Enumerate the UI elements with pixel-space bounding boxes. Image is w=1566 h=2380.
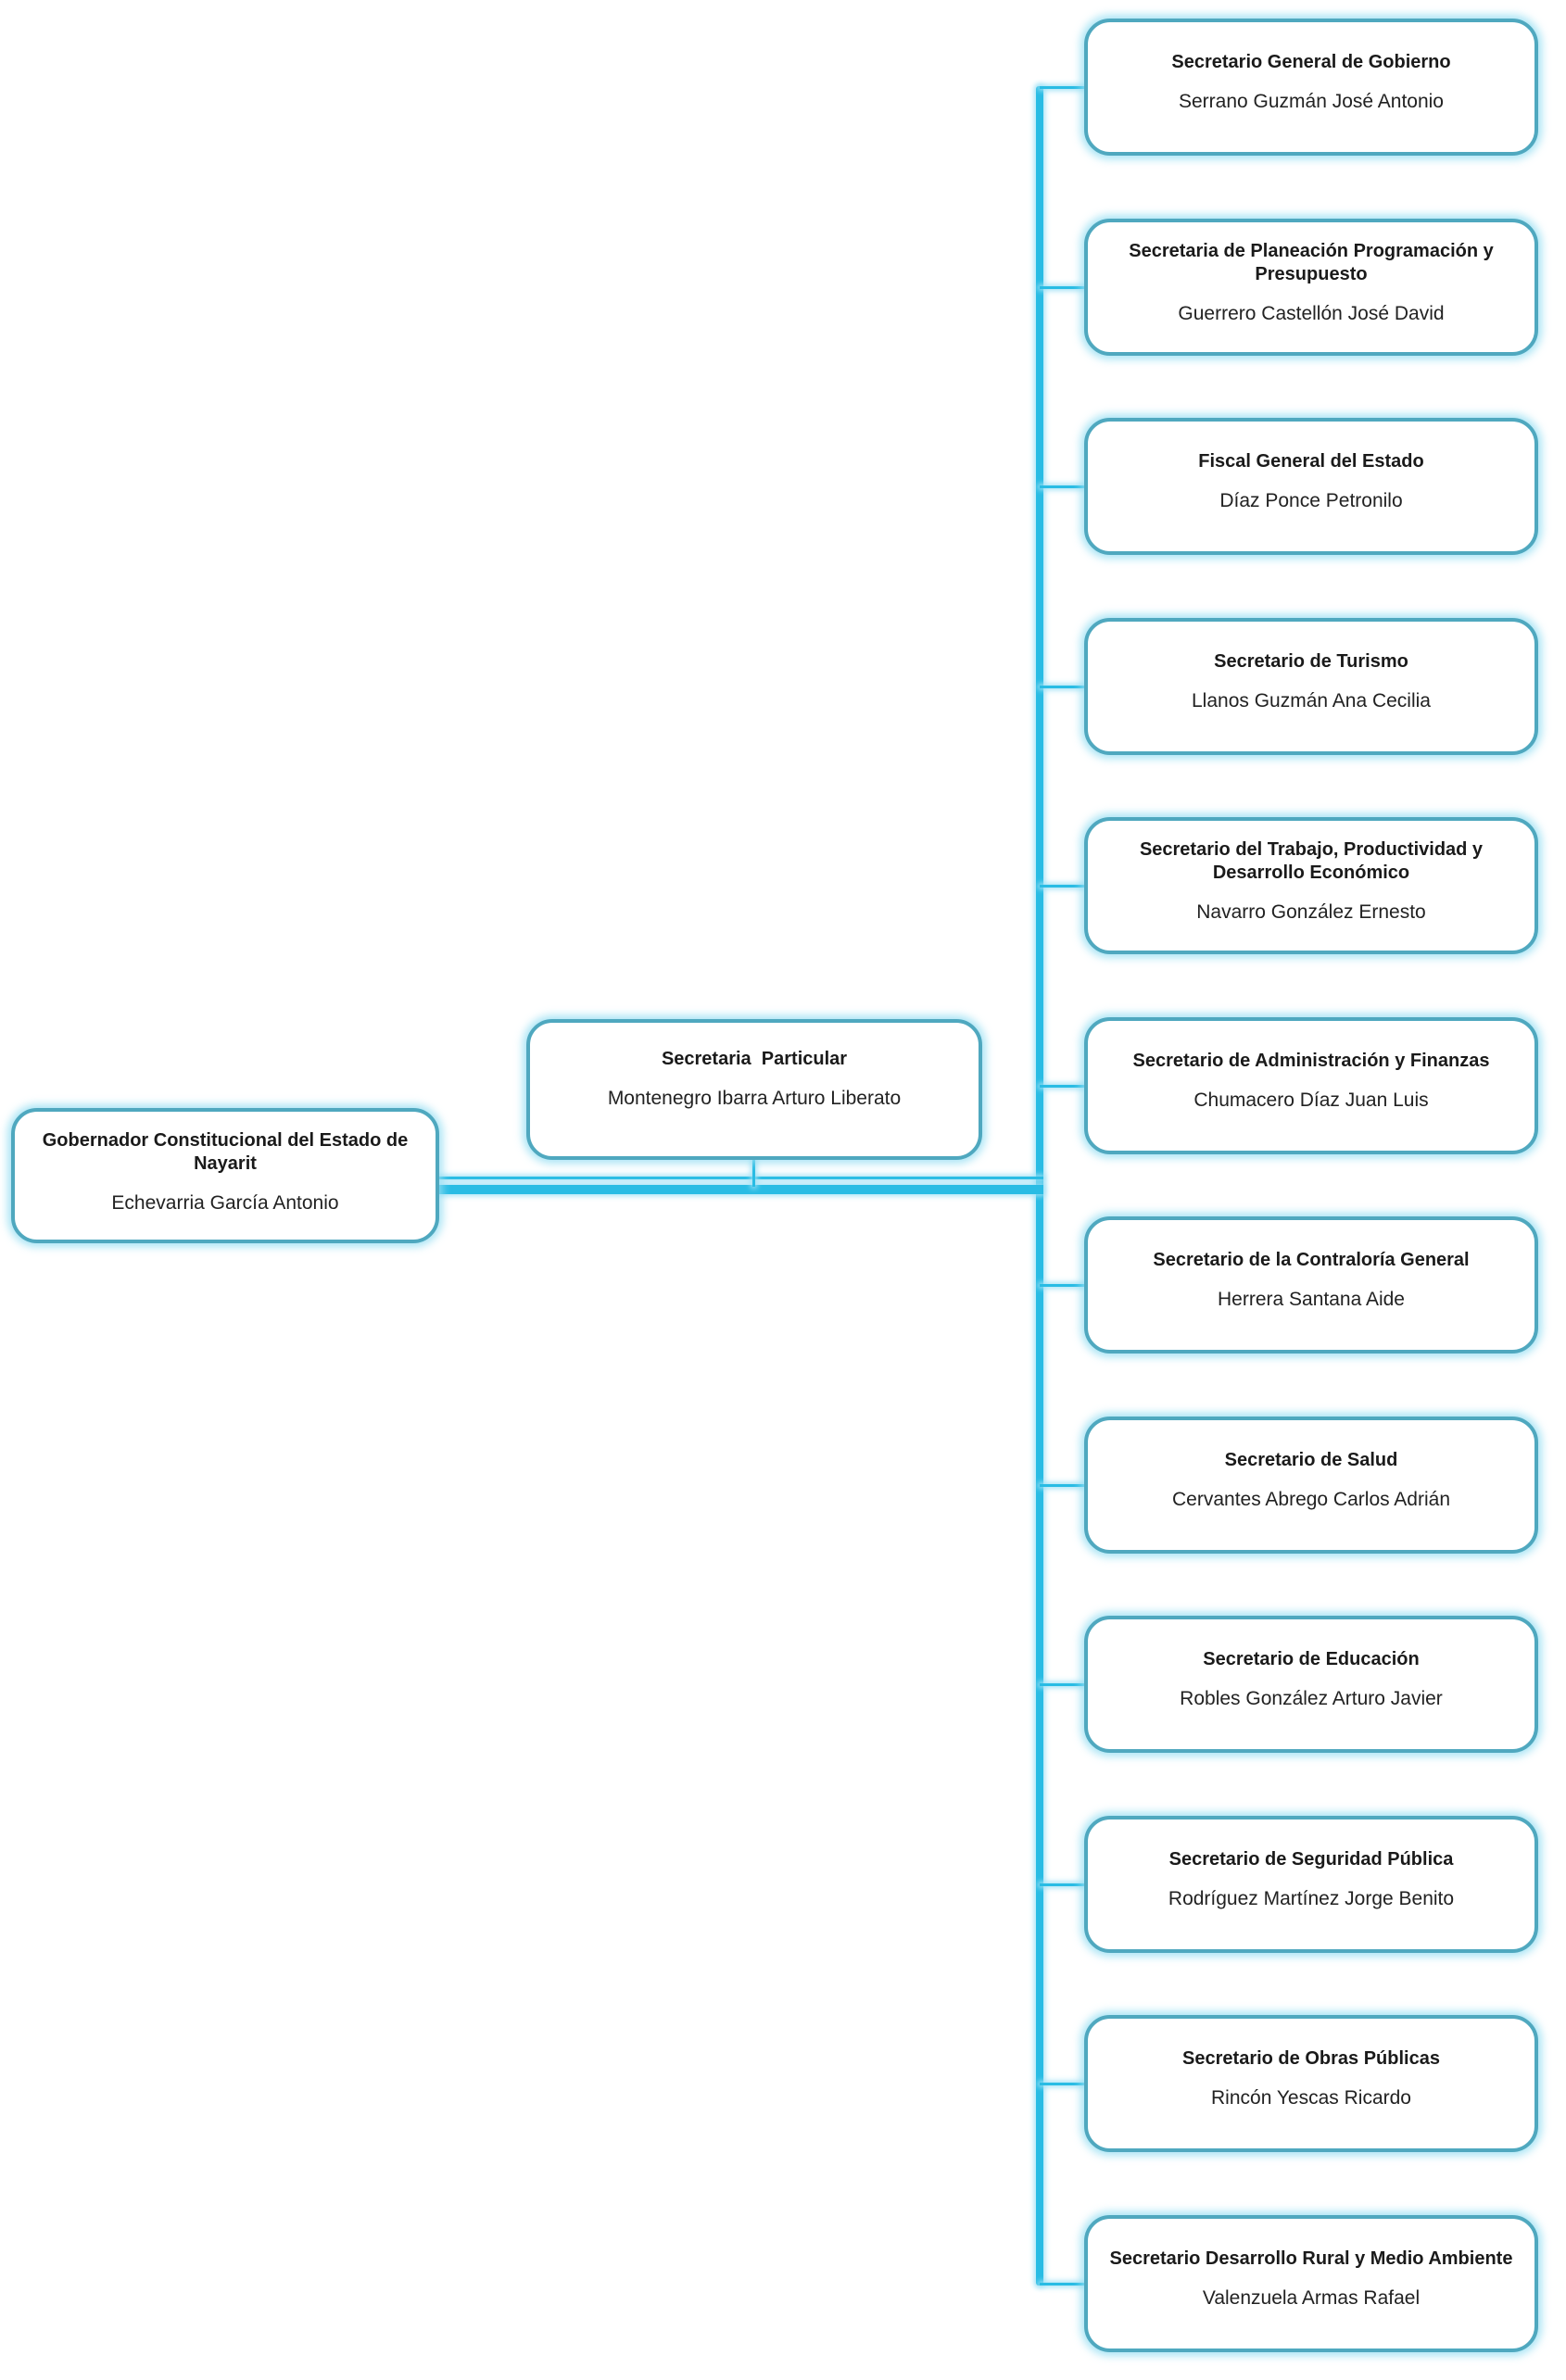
node-title: Secretario de la Contraloría General [1153,1250,1470,1271]
org-node: Secretario de Obras Públicas Rincón Yesc… [1084,2015,1538,2152]
node-name: Valenzuela Armas Rafael [1202,2287,1421,2310]
org-node: Fiscal General del Estado Díaz Ponce Pet… [1084,418,1538,555]
org-node: Secretario de la Contraloría General Her… [1084,1216,1538,1354]
node-title: Secretario del Trabajo, Productividad y … [1139,838,1488,883]
connector-stub [1040,1284,1086,1287]
node-title: Secretario de Seguridad Pública [1168,1849,1454,1870]
connector-assistant [752,1159,755,1187]
node-title: Secretario de Administración y Finanzas [1132,1051,1490,1072]
org-node: Secretario General de Gobierno Serrano G… [1084,19,1538,156]
node-name: Llanos Guzmán Ana Cecilia [1192,690,1431,712]
org-node: Secretario de Educación Robles González … [1084,1616,1538,1753]
org-node: Secretario de Salud Cervantes Abrego Car… [1084,1417,1538,1554]
org-node: Secretaria de Planeación Programación y … [1084,219,1538,356]
org-node: Secretario del Trabajo, Productividad y … [1084,817,1538,954]
connector-governor-thin [434,1177,1043,1179]
node-name: Guerrero Castellón José David [1178,302,1445,324]
node-name: Herrera Santana Aide [1218,1289,1405,1311]
connector-stub [1040,686,1086,688]
node-name: Navarro González Ernesto [1196,900,1426,923]
node-title: Secretaria Particular [661,1049,848,1070]
node-name: Serrano Guzmán José Antonio [1178,91,1444,113]
connector-stub [1040,885,1086,888]
node-title: Secretario General de Gobierno [1171,52,1451,73]
node-title: Secretario de Obras Públicas [1182,2048,1440,2070]
org-node: Secretario de Turismo Llanos Guzmán Ana … [1084,618,1538,755]
node-title: Secretaria de Planeación Programación y … [1129,240,1499,284]
org-node: Secretario de Seguridad Pública Rodrígue… [1084,1816,1538,1953]
org-node: Secretario Desarrollo Rural y Medio Ambi… [1084,2215,1538,2352]
connector-stub [1040,2083,1086,2085]
node-name: Rincón Yescas Ricardo [1211,2087,1411,2109]
connector-stub [1040,2283,1086,2286]
connector-governor-thick [434,1185,1043,1194]
connector-stub [1040,86,1086,89]
connector-stub [1040,1085,1086,1088]
node-title: Secretario de Educación [1203,1649,1420,1670]
node-title: Gobernador Constitucional del Estado de … [42,1129,413,1174]
org-node-governor: Gobernador Constitucional del Estado de … [11,1108,439,1243]
node-title: Secretario de Salud [1224,1450,1398,1471]
node-name: Robles González Arturo Javier [1180,1688,1443,1710]
connector-stub [1040,286,1086,289]
node-name: Echevarria García Antonio [111,1191,339,1214]
node-title: Secretario de Turismo [1214,651,1408,673]
node-name: Díaz Ponce Petronilo [1219,490,1403,512]
node-name: Cervantes Abrego Carlos Adrián [1172,1489,1450,1511]
org-node-assistant: Secretaria Particular Montenegro Ibarra … [526,1019,982,1160]
connector-stub [1040,485,1086,488]
node-name: Montenegro Ibarra Arturo Liberato [607,1088,902,1110]
node-title: Secretario Desarrollo Rural y Medio Ambi… [1109,2248,1513,2270]
connector-stub [1040,1683,1086,1686]
node-name: Rodríguez Martínez Jorge Benito [1168,1888,1455,1910]
node-name: Chumacero Díaz Juan Luis [1193,1089,1429,1112]
connector-stub [1040,1883,1086,1886]
node-title: Fiscal General del Estado [1198,451,1424,472]
org-node: Secretario de Administración y Finanzas … [1084,1017,1538,1154]
connector-stub [1040,1484,1086,1487]
